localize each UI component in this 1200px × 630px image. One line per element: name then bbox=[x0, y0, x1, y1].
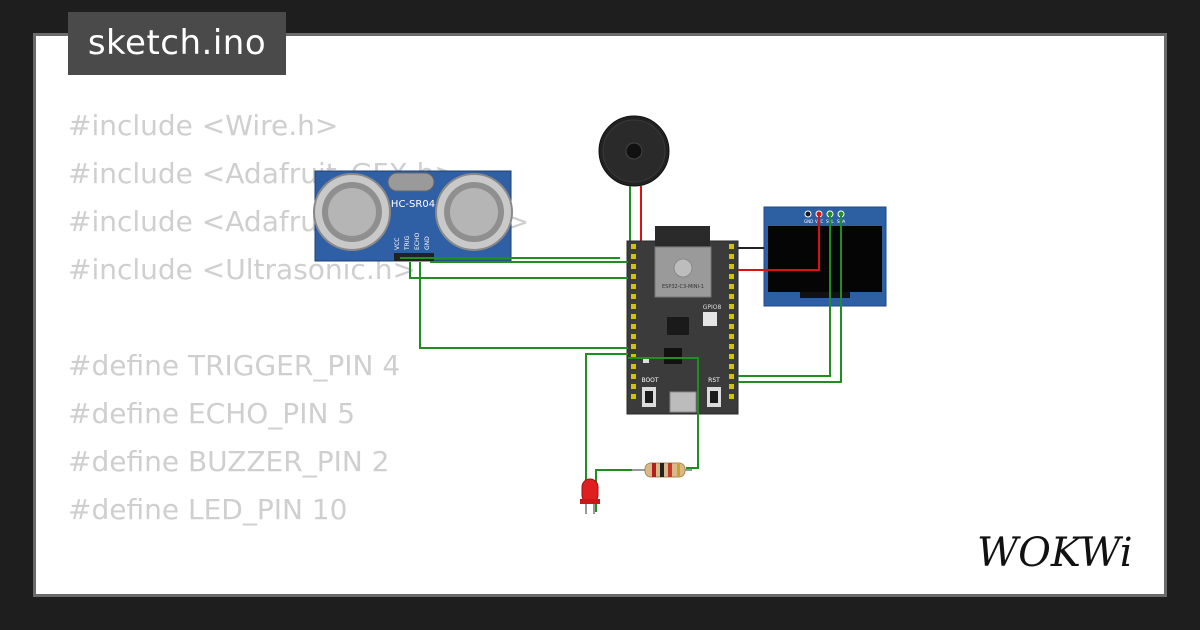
header-pin[interactable] bbox=[631, 394, 636, 399]
resistor[interactable] bbox=[632, 462, 692, 478]
header-pin[interactable] bbox=[631, 364, 636, 369]
header-pin[interactable] bbox=[729, 274, 734, 279]
pin-label: GND bbox=[424, 236, 431, 250]
header-pin[interactable] bbox=[729, 244, 734, 249]
led[interactable] bbox=[580, 478, 600, 514]
code-line: #define ECHO_PIN 5 bbox=[68, 397, 356, 430]
code-line: #define LED_PIN 10 bbox=[68, 493, 348, 526]
header-pin[interactable] bbox=[631, 254, 636, 259]
pin-label: ECHO bbox=[414, 233, 421, 250]
header-pin[interactable] bbox=[729, 334, 734, 339]
header-pin[interactable] bbox=[631, 354, 636, 359]
header-pin[interactable] bbox=[729, 324, 734, 329]
ultrasonic-label: HC-SR04 bbox=[391, 199, 435, 210]
ultrasonic-sensor[interactable]: HC-SR04 VCC TRIG ECHO GND bbox=[313, 170, 513, 262]
oled-display[interactable]: GND VCC SCL SDA bbox=[763, 206, 887, 307]
rst-label: RST bbox=[708, 377, 720, 384]
pin-label: GND bbox=[804, 219, 813, 224]
wokwi-logo: WOKWi bbox=[977, 530, 1133, 576]
header-pin[interactable] bbox=[631, 274, 636, 279]
header-pin[interactable] bbox=[729, 374, 734, 379]
header-pin[interactable] bbox=[729, 354, 734, 359]
board-pins-left bbox=[631, 244, 636, 399]
boot-label: BOOT bbox=[641, 377, 658, 384]
header-pin[interactable] bbox=[729, 364, 734, 369]
buzzer[interactable] bbox=[598, 115, 670, 250]
gpio-label: GPIO8 bbox=[703, 304, 722, 311]
board-pins-right bbox=[729, 244, 734, 399]
code-line: #define TRIGGER_PIN 4 bbox=[68, 349, 401, 382]
header-pin[interactable] bbox=[631, 264, 636, 269]
pin-label: TRIG bbox=[404, 235, 411, 251]
header-pin[interactable] bbox=[631, 244, 636, 249]
header-pin[interactable] bbox=[729, 344, 734, 349]
header-pin[interactable] bbox=[631, 294, 636, 299]
header-pin[interactable] bbox=[631, 314, 636, 319]
header-pin[interactable] bbox=[631, 324, 636, 329]
header-pin[interactable] bbox=[631, 344, 636, 349]
logo-text: WOKWi bbox=[977, 530, 1133, 576]
header-pin[interactable] bbox=[631, 304, 636, 309]
code-line: #include <Ultrasonic.h> bbox=[68, 253, 416, 286]
header-pin[interactable] bbox=[729, 384, 734, 389]
header-pin[interactable] bbox=[631, 384, 636, 389]
pin-label: VCC bbox=[394, 238, 401, 250]
header-pin[interactable] bbox=[631, 334, 636, 339]
code-line: Ultrasonic ultrasonic(TRIGGER_PIN, ECHO_… bbox=[68, 582, 730, 594]
ultrasonic-transducer-right bbox=[435, 173, 513, 251]
header-pin[interactable] bbox=[729, 284, 734, 289]
header-pin[interactable] bbox=[729, 304, 734, 309]
header-pin[interactable] bbox=[729, 264, 734, 269]
header-pin[interactable] bbox=[729, 314, 734, 319]
code-line: #define BUZZER_PIN 2 bbox=[68, 445, 390, 478]
header-pin[interactable] bbox=[729, 394, 734, 399]
esp32-c3-board[interactable]: ESP32-C3-MINI-1 GPIO8 BOOT RST bbox=[626, 226, 739, 415]
header-pin[interactable] bbox=[631, 374, 636, 379]
ultrasonic-transducer-left bbox=[313, 173, 391, 251]
header-pin[interactable] bbox=[729, 254, 734, 259]
code-line: #include <Wire.h> bbox=[68, 109, 339, 142]
file-tab[interactable]: sketch.ino bbox=[68, 12, 286, 75]
chip-label: ESP32-C3-MINI-1 bbox=[662, 284, 704, 290]
header-pin[interactable] bbox=[631, 284, 636, 289]
header-pin[interactable] bbox=[729, 294, 734, 299]
